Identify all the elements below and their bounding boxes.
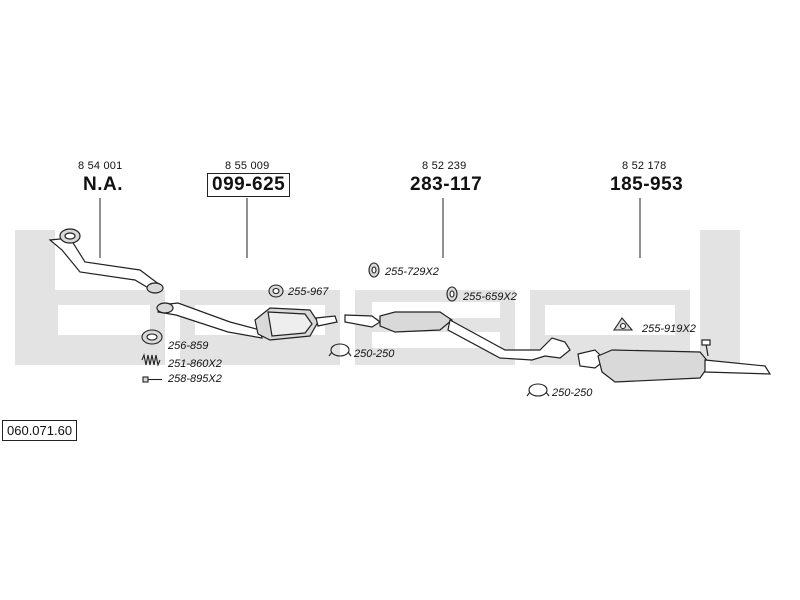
assembly-2-number: 8 55 009 <box>225 160 270 172</box>
part-label: 255-729X2 <box>385 266 439 278</box>
clamp-icon <box>328 343 352 357</box>
assembly-4-number: 8 52 178 <box>622 160 667 172</box>
assembly-2-code: 099-625 <box>207 173 291 197</box>
assembly-3-number: 8 52 239 <box>422 160 467 172</box>
part-label: 255-659X2 <box>463 291 517 303</box>
middle-silencer <box>344 311 571 361</box>
gasket-icon <box>141 329 163 345</box>
assembly-1-number: 8 54 001 <box>78 160 123 172</box>
rubber-mount-icon <box>612 317 634 331</box>
diagram-reference: 060.071.60 <box>2 420 78 441</box>
assembly-4-code: 185-953 <box>610 174 684 195</box>
catalytic-converter <box>156 302 338 341</box>
spring-icon <box>141 353 161 367</box>
part-label: 258-895X2 <box>168 373 222 385</box>
part-label: 250-250 <box>552 387 593 399</box>
front-pipe <box>48 228 164 294</box>
assembly-1-code: N.A. <box>83 174 123 195</box>
part-label: 256-859 <box>168 340 209 352</box>
bolt-icon <box>142 376 162 383</box>
clamp-icon <box>526 383 550 397</box>
assembly-3-code: 283-117 <box>410 174 483 195</box>
rear-silencer <box>577 339 772 383</box>
part-label: 250-250 <box>354 348 395 360</box>
part-label: 255-967 <box>288 286 329 298</box>
rubber-ring-icon <box>446 286 458 302</box>
rubber-ring-icon <box>368 262 380 278</box>
rubber-ring-icon <box>268 284 284 298</box>
part-label: 251-860X2 <box>168 358 222 370</box>
part-label: 255-919X2 <box>642 323 696 335</box>
